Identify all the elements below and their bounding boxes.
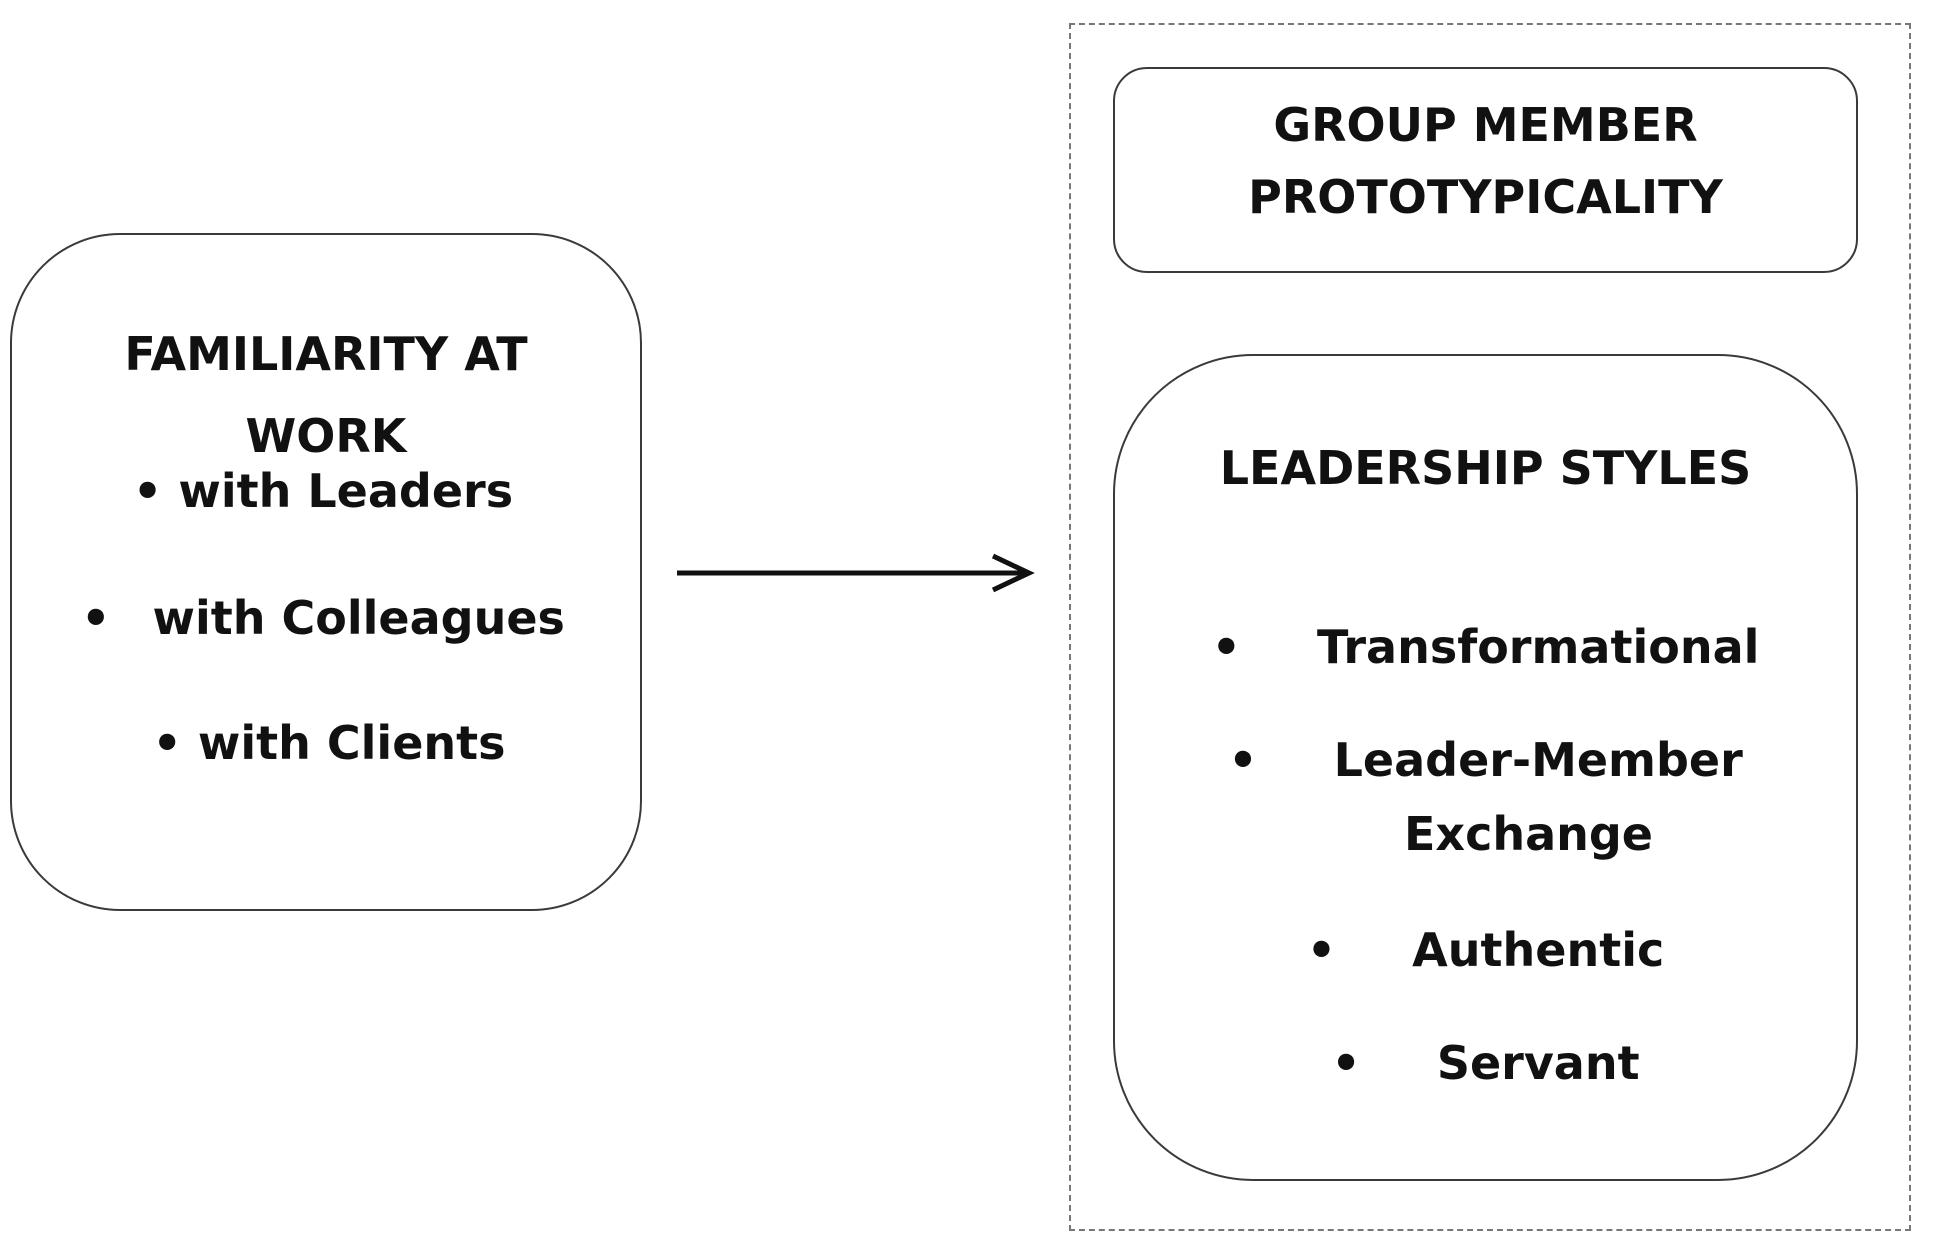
group-frame bbox=[1069, 23, 1911, 1231]
leadership-item-lmx-line2: Exchange bbox=[1403, 807, 1654, 861]
familiarity-at-work-box: FAMILIARITY AT WORK • with Leaders • wit… bbox=[10, 233, 642, 911]
familiarity-item-colleagues: • with Colleagues bbox=[6, 588, 640, 648]
bullet-icon: • bbox=[1211, 620, 1241, 674]
prototypicality-title: GROUP MEMBER PROTOTYPICALITY bbox=[1115, 89, 1856, 233]
bullet-icon: • bbox=[1331, 1036, 1361, 1090]
leadership-item-authentic: • Authentic bbox=[1115, 920, 1856, 980]
leadership-item-label: Authentic bbox=[1412, 923, 1665, 977]
leadership-item-label: Servant bbox=[1436, 1036, 1640, 1090]
familiarity-title: FAMILIARITY AT WORK bbox=[12, 313, 640, 477]
bullet-icon: • bbox=[1228, 733, 1258, 787]
prototypicality-title-line1: GROUP MEMBER bbox=[1273, 98, 1698, 152]
leadership-item-servant: • Servant bbox=[1115, 1033, 1856, 1093]
prototypicality-title-line2: PROTOTYPICALITY bbox=[1248, 170, 1723, 224]
bullet-icon: • bbox=[81, 591, 111, 645]
bullet-icon: • bbox=[132, 464, 163, 518]
familiarity-title-line1: FAMILIARITY AT bbox=[124, 327, 528, 381]
familiarity-item-clients: • with Clients bbox=[18, 713, 640, 773]
leadership-item-label: Leader-Member bbox=[1333, 733, 1743, 787]
leadership-item-transformational: • Transformational bbox=[1115, 617, 1856, 677]
leadership-styles-box: LEADERSHIP STYLES • Transformational • L… bbox=[1113, 354, 1858, 1181]
familiarity-item-label: with Leaders bbox=[178, 464, 514, 518]
familiarity-title-line2: WORK bbox=[245, 409, 407, 463]
leadership-item-lmx: • Leader-Member bbox=[1115, 730, 1856, 790]
familiarity-item-leaders: • with Leaders bbox=[6, 461, 640, 521]
familiarity-item-label: with Clients bbox=[197, 716, 506, 770]
familiarity-item-label: with Colleagues bbox=[152, 591, 565, 645]
leadership-item-label: Transformational bbox=[1317, 620, 1760, 674]
leadership-styles-title: LEADERSHIP STYLES bbox=[1219, 441, 1752, 495]
arrow-right-icon bbox=[675, 550, 1035, 596]
group-member-prototypicality-box: GROUP MEMBER PROTOTYPICALITY bbox=[1113, 67, 1858, 273]
bullet-icon: • bbox=[152, 716, 182, 770]
bullet-icon: • bbox=[1306, 923, 1337, 977]
